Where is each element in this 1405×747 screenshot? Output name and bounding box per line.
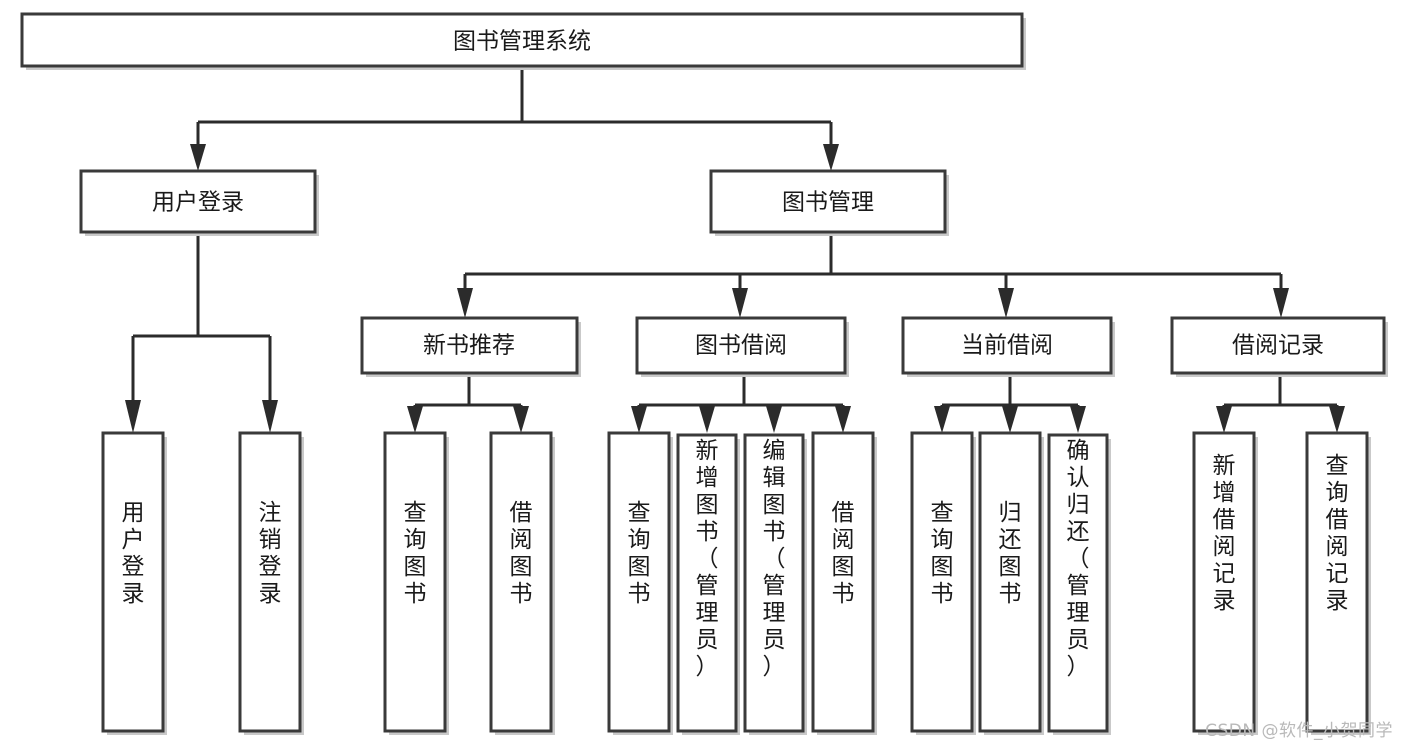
leaf-book-borrow-4-box: [811, 431, 875, 733]
arrow-book-borrow-leaf-4: [835, 406, 851, 433]
leaf-borrow-record-1-box: [1192, 431, 1256, 733]
arrow-to-user-login: [190, 144, 206, 171]
node-root[interactable]: 图书管理系统: [20, 12, 1026, 70]
leaf-borrow-record-2-box: [1305, 431, 1369, 733]
arrow-current-borrow-leaf-3: [1070, 406, 1086, 433]
leaf-book-borrow-1[interactable]: 查询图书: [607, 431, 673, 735]
arrow-book-borrow-leaf-2: [699, 406, 715, 433]
leaf-user-login-2[interactable]: 注销登录: [238, 431, 304, 735]
leaf-new-book-1-box: [383, 431, 447, 733]
leaf-new-book-2[interactable]: 借阅图书: [489, 431, 555, 735]
leaf-current-borrow-1-label: 查询图书: [931, 500, 954, 607]
leaf-borrow-record-2[interactable]: 查询借阅记录: [1305, 431, 1371, 735]
csdn-watermark: CSDN @软件_小贺同学: [1205, 721, 1393, 741]
leaf-borrow-record-1-label: 新增借阅记录: [1213, 453, 1236, 614]
node-book-borrow-box: [635, 316, 847, 375]
leaf-new-book-2-label: 借阅图书: [510, 500, 533, 607]
leaf-borrow-record-1[interactable]: 新增借阅记录: [1192, 431, 1258, 735]
node-current-borrow[interactable]: 当前借阅: [901, 316, 1115, 377]
node-current-borrow-box: [901, 316, 1113, 375]
node-borrow-record[interactable]: 借阅记录: [1170, 316, 1388, 377]
arrow-to-current-borrow: [998, 288, 1014, 318]
leaf-book-borrow-4-label: 借阅图书: [832, 500, 855, 607]
node-borrow-record-label: 借阅记录: [1232, 333, 1324, 359]
leaf-book-borrow-3-label: 编辑图书（管理员）: [763, 438, 786, 680]
node-root-box: [20, 12, 1024, 68]
arrow-book-borrow-leaf-3: [766, 406, 782, 433]
leaf-current-borrow-3[interactable]: 确认归还（管理员）: [1047, 433, 1111, 735]
leaf-new-book-1-label: 查询图书: [404, 500, 427, 607]
node-root-label: 图书管理系统: [453, 29, 591, 55]
node-borrow-record-box: [1170, 316, 1386, 375]
node-new-book-recommend[interactable]: 新书推荐: [360, 316, 581, 377]
node-current-borrow-label: 当前借阅: [961, 333, 1053, 359]
leaf-book-borrow-3-box: [743, 433, 805, 733]
leaf-current-borrow-2-label: 归还图书: [999, 500, 1022, 607]
arrow-to-borrow-record: [1273, 288, 1289, 318]
node-new-book-recommend-box: [360, 316, 579, 375]
leaf-current-borrow-2-box: [978, 431, 1042, 733]
leaf-book-borrow-4[interactable]: 借阅图书: [811, 431, 877, 735]
leaf-user-login-2-label: 注销登录: [259, 500, 282, 607]
arrow-current-borrow-leaf-2: [1002, 406, 1018, 433]
leaf-book-borrow-1-label: 查询图书: [628, 500, 651, 607]
node-book-borrow[interactable]: 图书借阅: [635, 316, 849, 377]
leaf-new-book-1[interactable]: 查询图书: [383, 431, 449, 735]
leaf-book-borrow-2[interactable]: 新增图书（管理员）: [676, 433, 740, 735]
leaf-book-borrow-3[interactable]: 编辑图书（管理员）: [743, 433, 807, 735]
arrow-to-book-manage: [823, 144, 839, 171]
leaf-user-login-2-box: [238, 431, 302, 733]
node-book-manage-box: [709, 169, 947, 234]
leaf-current-borrow-3-label: 确认归还（管理员）: [1067, 438, 1090, 680]
arrow-current-borrow-leaf-1: [934, 406, 950, 433]
leaf-current-borrow-2[interactable]: 归还图书: [978, 431, 1044, 735]
arrow-new-book-leaf-1: [407, 406, 423, 433]
leaf-current-borrow-1-box: [910, 431, 974, 733]
arrow-user-login-leaf-1: [125, 400, 141, 433]
node-user-login[interactable]: 用户登录: [79, 169, 319, 236]
node-user-login-box: [79, 169, 317, 234]
arrow-borrow-record-leaf-2: [1329, 406, 1345, 433]
node-user-login-label: 用户登录: [152, 190, 244, 216]
leaf-current-borrow-1[interactable]: 查询图书: [910, 431, 976, 735]
arrow-to-new-book: [457, 288, 473, 318]
arrow-book-borrow-leaf-1: [631, 406, 647, 433]
node-book-borrow-label: 图书借阅: [695, 333, 787, 359]
leaf-book-borrow-1-box: [607, 431, 671, 733]
leaf-borrow-record-2-label: 查询借阅记录: [1326, 453, 1349, 614]
node-book-manage[interactable]: 图书管理: [709, 169, 949, 236]
arrow-user-login-leaf-2: [262, 400, 278, 433]
node-book-manage-label: 图书管理: [782, 190, 874, 216]
connector-layer: [125, 66, 1345, 433]
node-new-book-recommend-label: 新书推荐: [423, 333, 515, 359]
leaf-user-login-1[interactable]: 用户登录: [101, 431, 167, 735]
arrow-to-book-borrow: [732, 288, 748, 318]
arrow-new-book-leaf-2: [513, 406, 529, 433]
leaf-current-borrow-3-box: [1047, 433, 1109, 733]
leaf-user-login-1-box: [101, 431, 165, 733]
leaf-user-login-1-label: 用户登录: [122, 500, 145, 607]
leaf-book-borrow-2-box: [676, 433, 738, 733]
leaf-new-book-2-box: [489, 431, 553, 733]
leaf-book-borrow-2-label: 新增图书（管理员）: [696, 438, 719, 680]
arrow-borrow-record-leaf-1: [1216, 406, 1232, 433]
